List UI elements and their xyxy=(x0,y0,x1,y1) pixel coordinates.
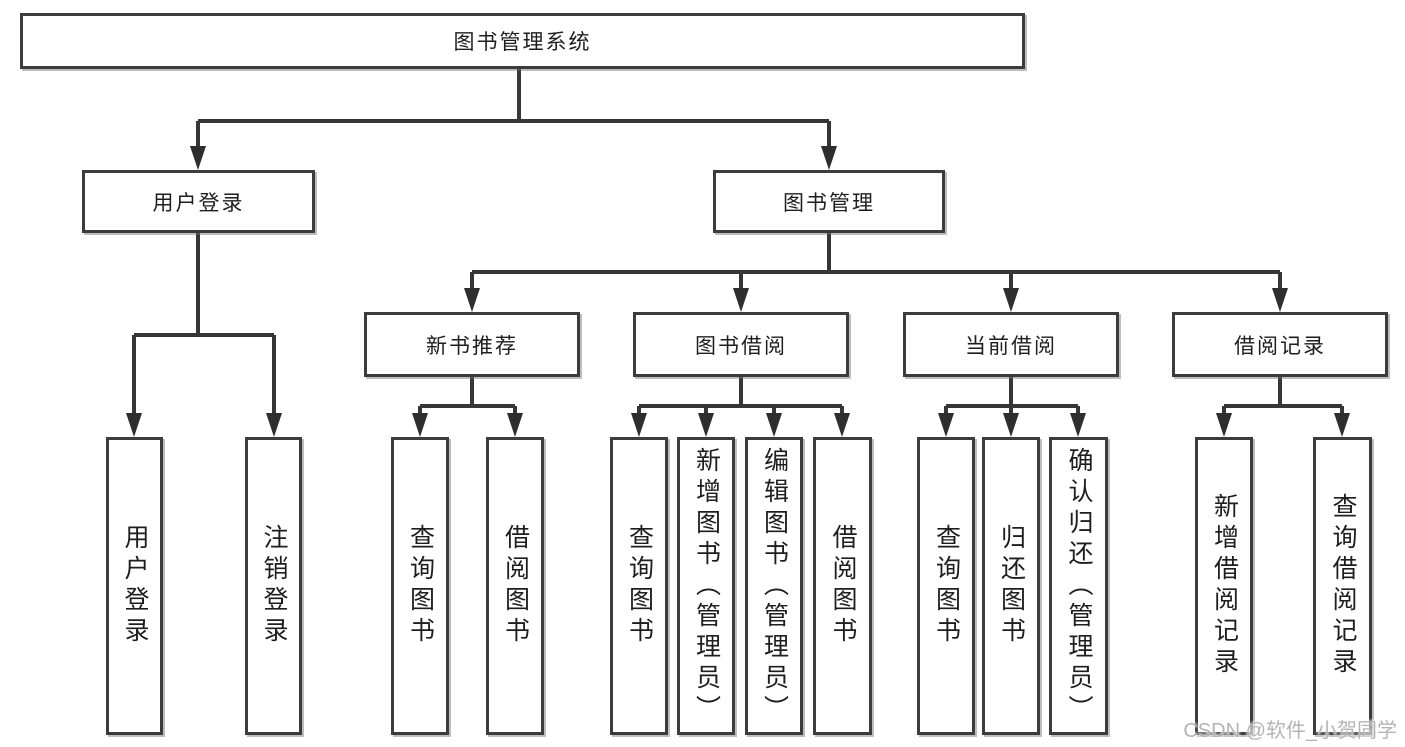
leaf-query-books-current: 查询图书 xyxy=(917,437,975,735)
leaf-label: 查询借阅记录 xyxy=(1329,493,1357,679)
arrowhead-icon xyxy=(698,413,714,437)
csdn-watermark: CSDN @软件_小贺同学 xyxy=(1183,720,1397,742)
leaf-label: 查询图书 xyxy=(406,524,435,648)
arrowhead-icon xyxy=(938,413,954,437)
leaf-query-borrow-record: 查询借阅记录 xyxy=(1313,437,1372,735)
arrowhead-icon xyxy=(507,413,523,437)
leaf-edit-books-admin: 编辑图书（管理员） xyxy=(745,437,803,735)
arrowhead-icon xyxy=(190,146,206,170)
arrowhead-icon xyxy=(1003,288,1019,312)
leaf-label: 查询图书 xyxy=(932,524,961,648)
leaf-add-books-admin: 新增图书（管理员） xyxy=(677,437,735,735)
leaf-borrow-books-recommend: 借阅图书 xyxy=(486,437,544,735)
node-book-management: 图书管理 xyxy=(713,170,945,233)
leaf-label: 新增借阅记录 xyxy=(1210,493,1239,679)
connector-root-to-level2 xyxy=(190,69,837,170)
node-user-login: 用户登录 xyxy=(82,170,315,233)
connector-current-borrow-children xyxy=(938,377,1086,437)
node-label: 当前借阅 xyxy=(965,334,1057,358)
node-label: 借阅记录 xyxy=(1234,334,1326,358)
leaf-return-books: 归还图书 xyxy=(982,437,1040,735)
connector-user-login-children xyxy=(126,233,282,437)
leaf-label: 借阅图书 xyxy=(829,524,857,648)
node-label: 图书管理 xyxy=(783,191,875,215)
arrowhead-icon xyxy=(126,413,142,437)
arrowhead-icon xyxy=(631,413,647,437)
arrowhead-icon xyxy=(1216,413,1232,437)
leaf-label: 借阅图书 xyxy=(501,524,530,648)
connector-book-borrow-children xyxy=(631,377,850,437)
leaf-query-books-borrow: 查询图书 xyxy=(610,437,668,735)
arrowhead-icon xyxy=(412,413,428,437)
leaf-label: 查询图书 xyxy=(625,524,654,648)
arrowhead-icon xyxy=(766,413,782,437)
leaf-label: 新增图书（管理员） xyxy=(692,446,721,726)
connector-borrow-records-children xyxy=(1216,377,1350,437)
arrowhead-icon xyxy=(1003,413,1019,437)
node-label: 用户登录 xyxy=(152,191,245,215)
node-label: 图书借阅 xyxy=(695,334,787,358)
leaf-query-books-recommend: 查询图书 xyxy=(391,437,449,735)
leaf-label: 编辑图书（管理员） xyxy=(760,446,789,726)
arrowhead-icon xyxy=(464,288,480,312)
node-library-system: 图书管理系统 xyxy=(20,13,1025,69)
connector-book-management-children xyxy=(464,233,1288,312)
node-label: 图书管理系统 xyxy=(453,31,592,54)
node-new-book-recommend: 新书推荐 xyxy=(364,312,580,377)
node-book-borrow: 图书借阅 xyxy=(633,312,849,377)
leaf-confirm-return-admin: 确认归还（管理员） xyxy=(1049,437,1108,735)
arrowhead-icon xyxy=(1070,413,1086,437)
arrowhead-icon xyxy=(821,146,837,170)
leaf-borrow-books: 借阅图书 xyxy=(813,437,872,735)
leaf-logout: 注销登录 xyxy=(245,437,302,735)
arrowhead-icon xyxy=(834,413,850,437)
node-current-borrow: 当前借阅 xyxy=(903,312,1119,377)
arrowhead-icon xyxy=(733,288,749,312)
leaf-label: 归还图书 xyxy=(997,524,1026,648)
node-borrow-records: 借阅记录 xyxy=(1172,312,1388,377)
leaf-add-borrow-record: 新增借阅记录 xyxy=(1195,437,1253,735)
arrowhead-icon xyxy=(266,413,282,437)
arrowhead-icon xyxy=(1334,413,1350,437)
leaf-label: 确认归还（管理员） xyxy=(1065,446,1093,726)
arrowhead-icon xyxy=(1272,288,1288,312)
leaf-user-login: 用户登录 xyxy=(106,437,163,735)
leaf-label: 用户登录 xyxy=(121,524,149,648)
leaf-label: 注销登录 xyxy=(260,524,288,648)
node-label: 新书推荐 xyxy=(426,334,518,358)
connector-new-book-recommend-children xyxy=(412,377,523,437)
